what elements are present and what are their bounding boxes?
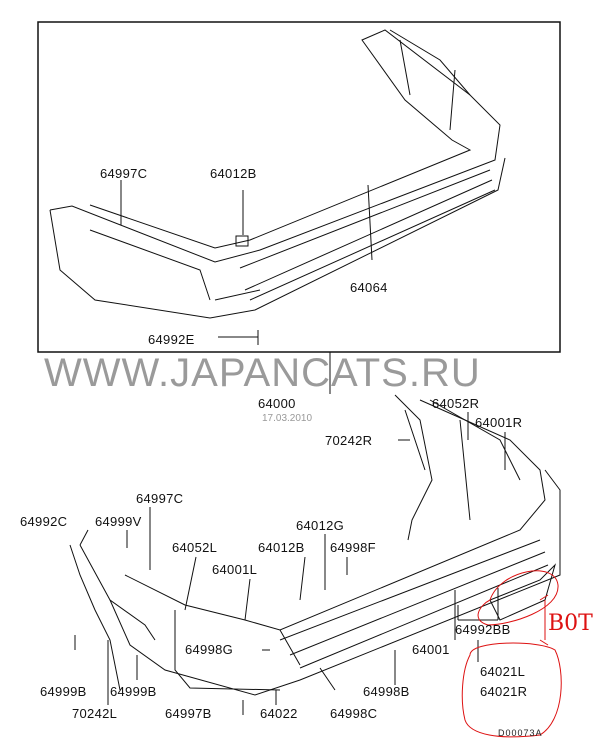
part-label[interactable]: 64001: [412, 642, 450, 657]
part-label[interactable]: 64012G: [296, 518, 345, 533]
part-label[interactable]: 64001R: [475, 415, 523, 430]
date-stamp: 17.03.2010: [262, 413, 313, 424]
upper-inset-frame: [37, 21, 561, 353]
part-label[interactable]: 64998G: [185, 642, 234, 657]
lower-bumper-drawing: [69, 352, 561, 715]
diagram-code: D00073A: [498, 728, 543, 738]
upper-bumper-drawing: [49, 29, 506, 345]
part-label[interactable]: 64021L: [480, 664, 526, 679]
part-label[interactable]: 64052L: [172, 540, 218, 555]
part-label[interactable]: 64021R: [480, 684, 528, 699]
handwritten-annotation: B0T: [548, 611, 593, 636]
part-label[interactable]: 64992E: [148, 332, 195, 347]
part-label[interactable]: 64997C: [136, 491, 184, 506]
part-label[interactable]: 64001L: [212, 562, 258, 577]
part-label[interactable]: 64999V: [95, 514, 142, 529]
part-label[interactable]: 64998C: [330, 706, 378, 721]
part-label[interactable]: 70242R: [325, 433, 373, 448]
part-label[interactable]: 64998F: [330, 540, 376, 555]
part-label[interactable]: 64012B: [258, 540, 305, 555]
part-label[interactable]: 64999B: [110, 684, 157, 699]
part-label[interactable]: 64998B: [363, 684, 410, 699]
red-annotations: [461, 570, 562, 738]
part-label[interactable]: 64997C: [100, 166, 148, 181]
part-label[interactable]: 64022: [260, 706, 298, 721]
part-label[interactable]: 64064: [350, 280, 388, 295]
part-label[interactable]: 64992C: [20, 514, 68, 529]
part-label[interactable]: 64012B: [210, 166, 257, 181]
part-label[interactable]: 64997B: [165, 706, 212, 721]
watermark: WWW.JAPANCATS.RU: [44, 351, 481, 395]
part-label[interactable]: 64052R: [432, 396, 480, 411]
part-label[interactable]: 64000: [258, 396, 296, 411]
part-label[interactable]: 64992BB: [455, 622, 511, 637]
part-label[interactable]: 64999B: [40, 684, 87, 699]
part-label[interactable]: 70242L: [72, 706, 118, 721]
